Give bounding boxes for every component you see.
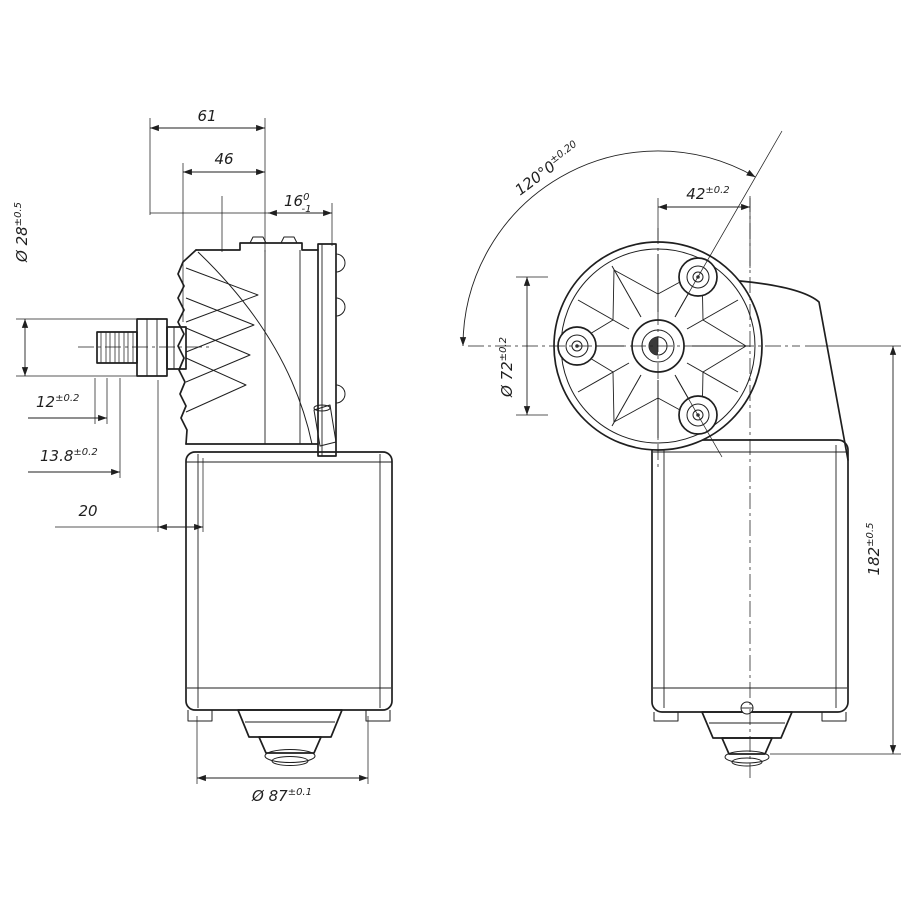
- extension-lines-left: [16, 118, 369, 784]
- dim-d28-label: Ø 28±0.5: [13, 202, 31, 263]
- output-shaft: [96, 318, 187, 377]
- extension-lines-182: [770, 345, 901, 755]
- dim-12-label: 12±0.2: [36, 393, 79, 411]
- cooling-fins: [185, 250, 313, 445]
- dim-arc-120: [459, 150, 756, 347]
- dimensions-side-view: 61 46 160-1 Ø 28±0.5 12±0.2 13.8±0.2 20: [13, 107, 369, 805]
- dim-16-label: 160-1: [284, 192, 311, 215]
- dim-13-8-label: 13.8±0.2: [40, 447, 98, 465]
- dim-120-label: 120°0±0.20: [512, 139, 584, 199]
- gearbox-face: [553, 130, 783, 458]
- boss-axis-lower: [675, 376, 723, 458]
- dim-d87-label: Ø 87±0.1: [251, 787, 312, 805]
- extension-lines-d72: [516, 276, 548, 416]
- dim-182-label: 182±0.5: [865, 523, 883, 576]
- dim-46-label: 46: [214, 150, 233, 168]
- motor-body-side: [185, 451, 393, 722]
- end-cap-front: [701, 701, 793, 767]
- side-view: [78, 236, 393, 766]
- nozzle: [313, 404, 337, 447]
- dim-42-label: 42±0.2: [686, 185, 729, 203]
- dim-d72-label: Ø 72±0.2: [498, 337, 516, 398]
- gearbox-housing-side: [177, 236, 346, 457]
- dim-61-label: 61: [197, 107, 216, 125]
- end-cap-side: [237, 709, 343, 766]
- dim-20-label: 20: [78, 502, 97, 520]
